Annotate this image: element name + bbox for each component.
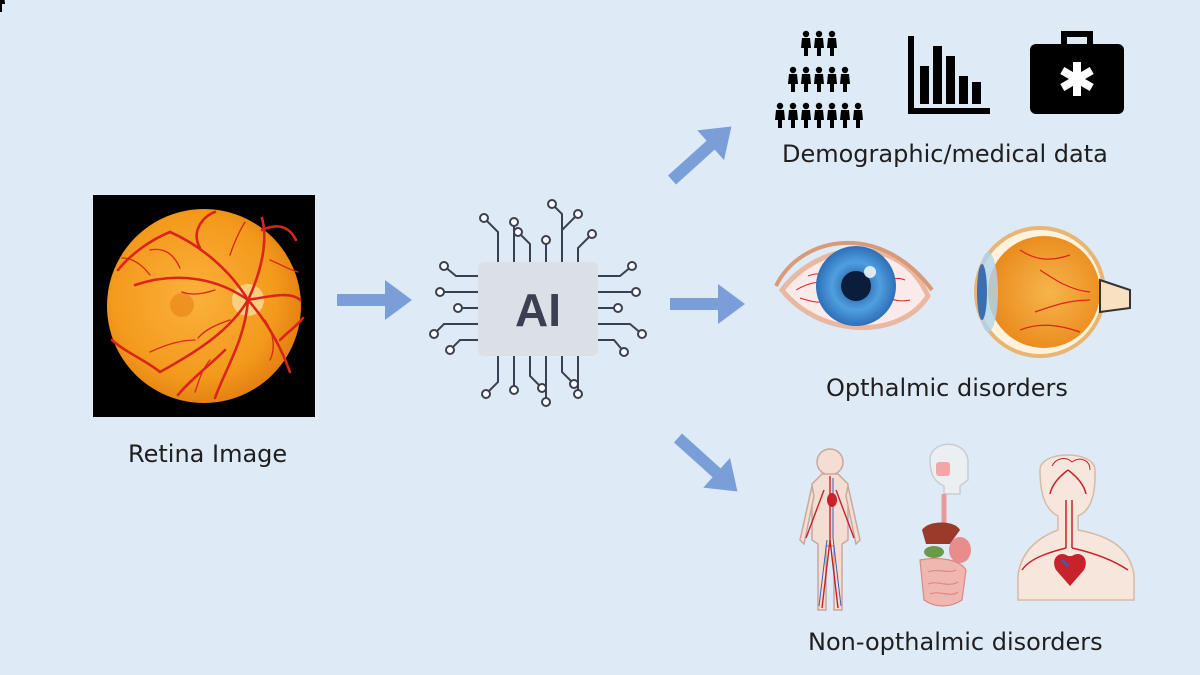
retina-vessels-icon [110, 210, 305, 400]
retina-image-label: Retina Image [128, 440, 288, 468]
eyeball-cross-section-icon [974, 226, 1131, 358]
head-heart-vessels-icon [1017, 454, 1135, 601]
population-icon [0, 0, 863, 128]
circulatory-body-icon [799, 448, 861, 611]
demographic-data-label: Demographic/medical data [782, 140, 1108, 168]
non-ophthalmic-disorders-label: Non-opthalmic disorders [808, 628, 1103, 656]
medical-kit-icon [1030, 31, 1124, 114]
arrow-ai-to-demographic [667, 126, 732, 185]
retina-image [93, 195, 315, 417]
red-eye-icon [774, 240, 934, 330]
digestive-system-icon [919, 443, 971, 607]
flow-arrows [337, 126, 745, 492]
ai-chip-label: AI [515, 284, 561, 336]
bar-chart-icon [908, 36, 990, 114]
arrow-ai-to-ophthalmic [670, 284, 745, 324]
arrow-retina-to-ai [337, 280, 412, 320]
ophthalmic-disorders-label: Opthalmic disorders [826, 374, 1068, 402]
arrow-ai-to-non-ophthalmic [673, 433, 738, 492]
ai-chip-icon: AI [429, 199, 647, 407]
